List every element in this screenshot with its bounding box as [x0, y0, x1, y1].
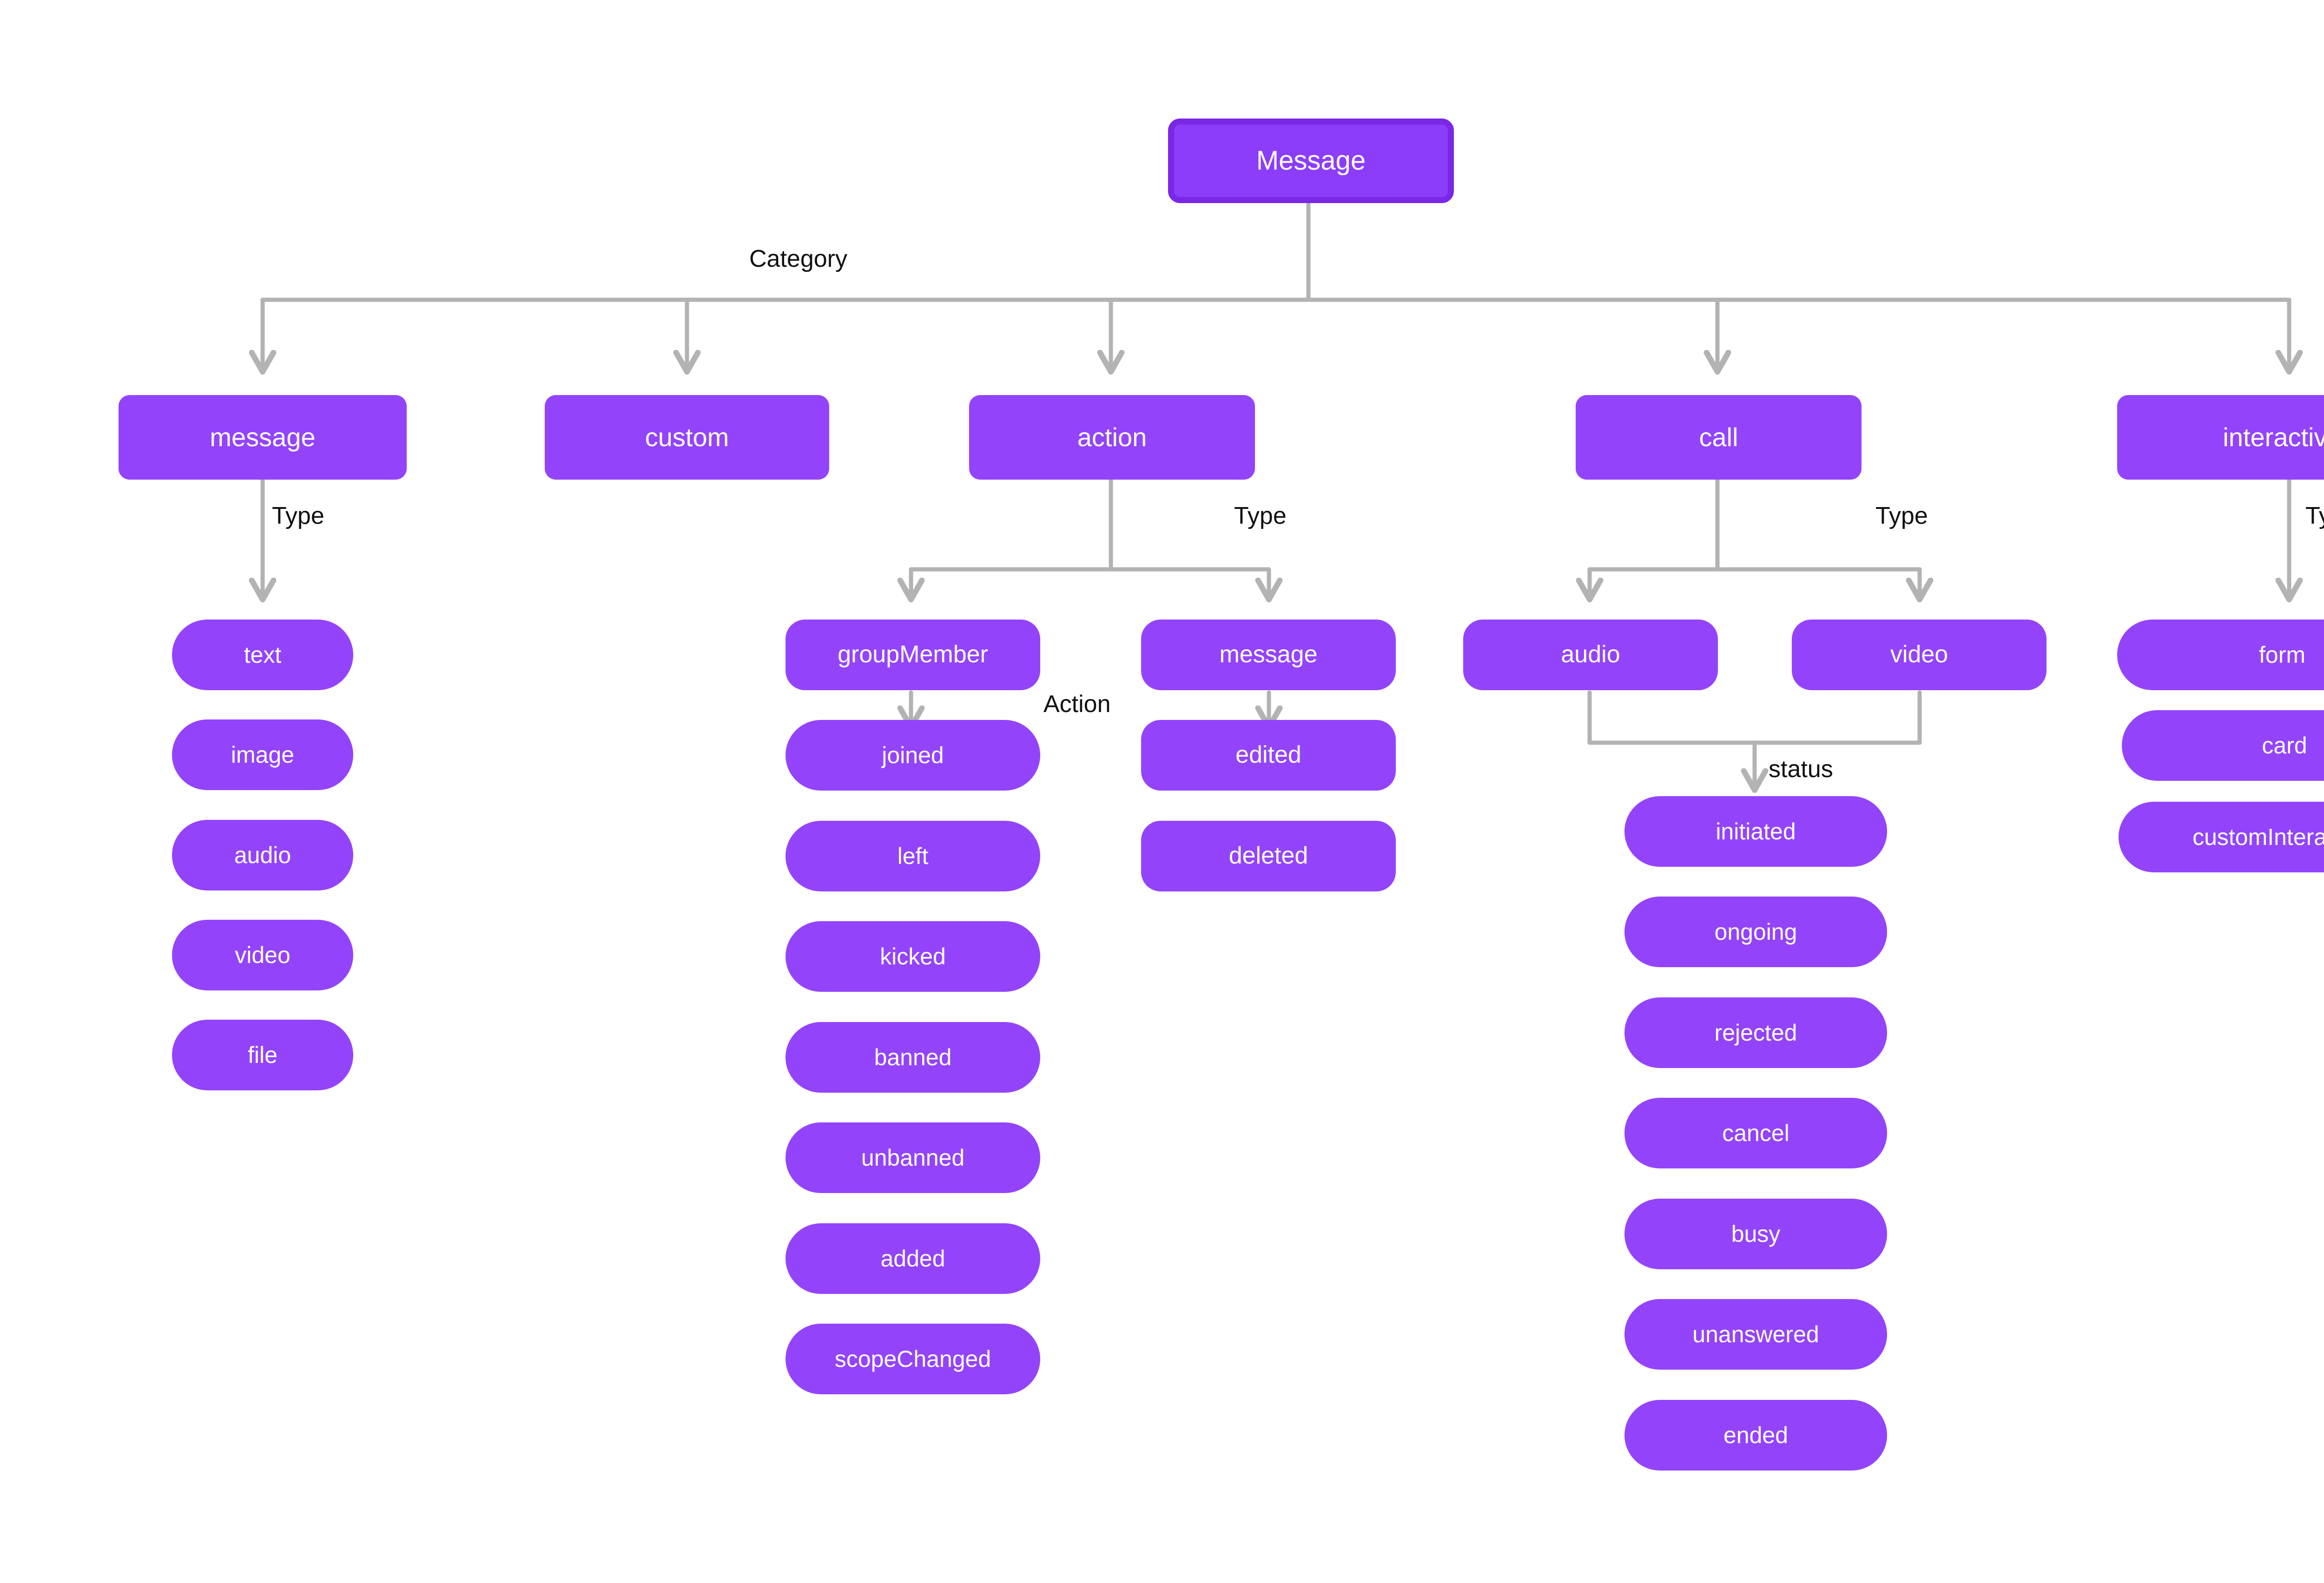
- node-message-type-image[interactable]: image: [172, 719, 353, 790]
- node-call-status-cancel[interactable]: cancel: [1624, 1098, 1887, 1168]
- node-message-action-edited[interactable]: edited: [1141, 720, 1396, 791]
- node-label: kicked: [880, 943, 946, 970]
- node-category-message[interactable]: message: [119, 395, 407, 480]
- node-label: card: [2262, 732, 2307, 759]
- node-label: file: [248, 1042, 277, 1068]
- node-groupmember-action-unbanned[interactable]: unbanned: [786, 1122, 1040, 1193]
- node-groupmember-action-left[interactable]: left: [786, 821, 1040, 891]
- node-groupmember-action-joined[interactable]: joined: [786, 720, 1040, 791]
- node-label: added: [880, 1245, 945, 1272]
- node-message-type-audio[interactable]: audio: [172, 820, 353, 890]
- node-label: initiated: [1716, 818, 1796, 844]
- node-category-call[interactable]: call: [1576, 395, 1862, 480]
- node-interactive-type-card[interactable]: card: [2122, 710, 2324, 781]
- node-label: video: [1890, 641, 1948, 668]
- node-label: message: [210, 422, 316, 452]
- node-message-type-video[interactable]: video: [172, 920, 353, 990]
- edge-label-type-interactive: Type: [2305, 502, 2324, 529]
- node-label: action: [1077, 422, 1147, 452]
- node-label: unbanned: [861, 1144, 965, 1171]
- node-label: text: [244, 641, 282, 668]
- node-label: audio: [234, 842, 291, 868]
- node-action-type-message[interactable]: message: [1141, 620, 1396, 690]
- node-label: unanswered: [1692, 1321, 1819, 1347]
- edge-label-category: Category: [749, 245, 847, 272]
- node-message-root[interactable]: Message: [1168, 119, 1454, 203]
- node-label: rejected: [1714, 1019, 1797, 1046]
- node-interactive-type-form[interactable]: form: [2117, 620, 2324, 690]
- node-call-status-ended[interactable]: ended: [1624, 1400, 1887, 1471]
- node-label: video: [235, 942, 290, 968]
- node-label: cancel: [1722, 1120, 1789, 1146]
- node-message-action-deleted[interactable]: deleted: [1141, 821, 1396, 891]
- node-call-status-busy[interactable]: busy: [1624, 1199, 1887, 1269]
- node-action-type-groupmember[interactable]: groupMember: [786, 620, 1040, 690]
- node-label: audio: [1561, 641, 1620, 668]
- node-label: banned: [874, 1044, 952, 1070]
- node-groupmember-action-scopechanged[interactable]: scopeChanged: [786, 1324, 1040, 1394]
- edge-label-status: status: [1769, 756, 1833, 783]
- node-label: scopeChanged: [834, 1346, 991, 1372]
- node-label: call: [1699, 422, 1738, 452]
- node-label: customInteractive: [2192, 824, 2324, 850]
- node-groupmember-action-added[interactable]: added: [786, 1223, 1040, 1294]
- node-call-status-initiated[interactable]: initiated: [1624, 796, 1887, 867]
- node-category-custom[interactable]: custom: [545, 395, 829, 480]
- node-category-interactive[interactable]: interactive: [2117, 395, 2324, 480]
- edge-label-type-action: Type: [1234, 502, 1287, 529]
- node-label: left: [897, 843, 929, 869]
- edge-label-action: Action: [1043, 691, 1111, 718]
- node-label: form: [2259, 641, 2305, 668]
- node-label: message: [1219, 641, 1318, 668]
- node-category-action[interactable]: action: [969, 395, 1255, 480]
- node-label: busy: [1731, 1220, 1781, 1247]
- node-interactive-type-custominteractive[interactable]: customInteractive: [2119, 802, 2324, 872]
- node-call-type-video[interactable]: video: [1792, 620, 2047, 690]
- node-label: ongoing: [1714, 918, 1797, 945]
- node-message-type-text[interactable]: text: [172, 620, 353, 690]
- node-call-status-rejected[interactable]: rejected: [1624, 997, 1887, 1068]
- node-groupmember-action-banned[interactable]: banned: [786, 1022, 1040, 1093]
- node-label: image: [231, 741, 295, 768]
- node-call-status-unanswered[interactable]: unanswered: [1624, 1299, 1887, 1370]
- node-label: ended: [1723, 1422, 1789, 1448]
- node-label: groupMember: [838, 641, 988, 668]
- node-label: Message: [1256, 145, 1366, 176]
- node-label: joined: [882, 742, 944, 768]
- node-label: deleted: [1228, 842, 1308, 870]
- node-label: interactive: [2223, 422, 2324, 452]
- node-groupmember-action-kicked[interactable]: kicked: [786, 921, 1040, 992]
- edge-label-type-call: Type: [1875, 502, 1928, 529]
- edge-label-type-message: Type: [272, 502, 324, 529]
- node-call-status-ongoing[interactable]: ongoing: [1624, 897, 1887, 967]
- node-label: edited: [1235, 741, 1301, 769]
- node-label: custom: [645, 422, 729, 452]
- node-message-type-file[interactable]: file: [172, 1020, 353, 1090]
- node-call-type-audio[interactable]: audio: [1463, 620, 1718, 690]
